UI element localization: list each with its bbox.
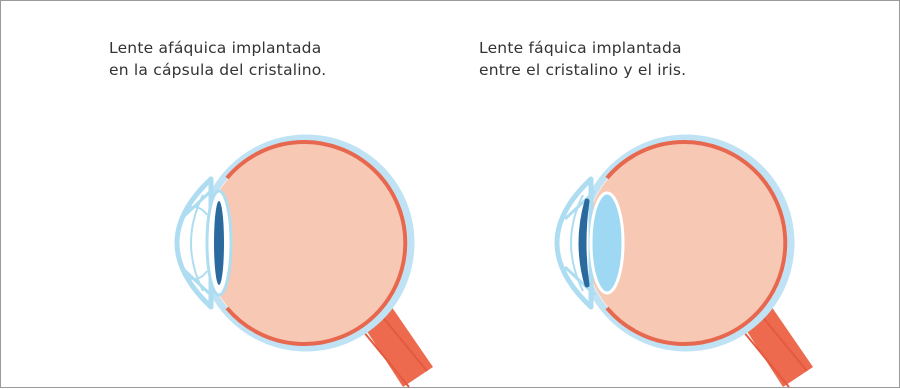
- caption-phakic-line-2: entre el cristalino y el iris.: [479, 61, 687, 79]
- caption-phakic-lens: Lente fáquica implantada entre el crista…: [479, 37, 686, 81]
- retina-line: [605, 140, 788, 346]
- iris-upper: [179, 187, 215, 221]
- vitreous-body: [585, 142, 787, 344]
- implanted-lens: [214, 201, 224, 285]
- iris-lower: [563, 265, 597, 297]
- caption-aphakic-line-1: Lente afáquica implantada: [109, 39, 322, 57]
- eye-diagram-phakic: [554, 134, 813, 388]
- iris-lower: [179, 265, 215, 299]
- caption-aphakic-line-2: en la cápsula del cristalino.: [109, 61, 327, 79]
- retina-line: [225, 140, 408, 346]
- natural-crystalline-lens: [589, 191, 625, 295]
- anterior-segment: [554, 176, 597, 310]
- implanted-lens: [578, 198, 590, 288]
- caption-phakic-line-1: Lente fáquica implantada: [479, 39, 682, 57]
- caption-aphakic-lens: Lente afáquica implantada en la cápsula …: [109, 37, 326, 81]
- vitreous-body: [205, 142, 407, 344]
- iris-upper: [563, 189, 597, 221]
- eye-diagram-aphakic: [174, 134, 433, 388]
- aphakic-intraocular-lens: [205, 189, 233, 297]
- phakic-intraocular-lens: [578, 191, 625, 295]
- anterior-segment: [174, 176, 215, 310]
